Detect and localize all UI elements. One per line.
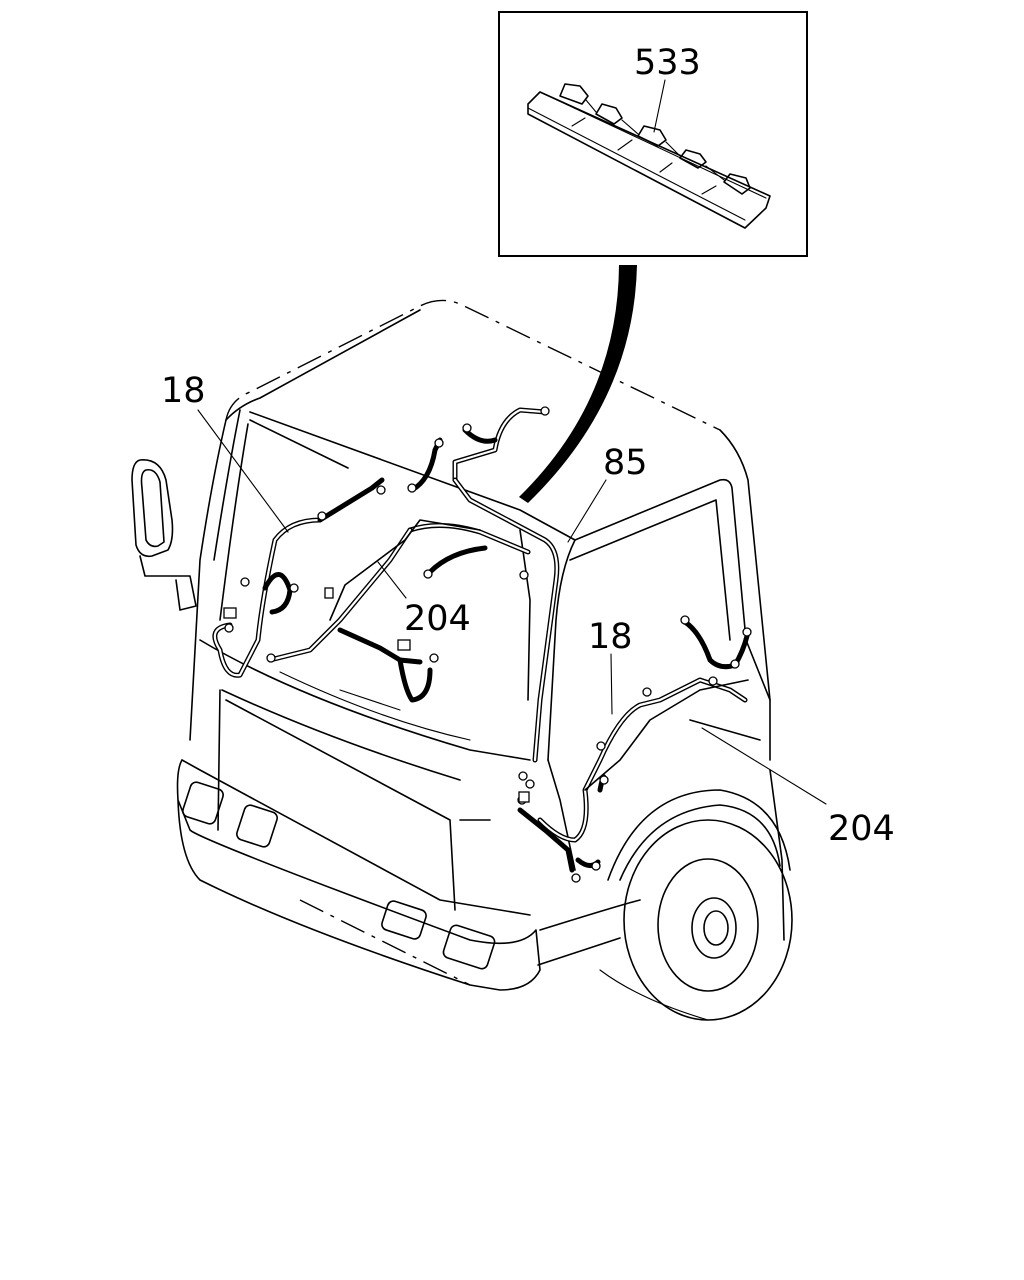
leader-533 bbox=[653, 79, 666, 133]
callout-204-right: 204 bbox=[828, 809, 895, 849]
callout-18-right: 18 bbox=[588, 617, 633, 657]
leader-18-right bbox=[610, 653, 613, 715]
callouts: 18 85 204 18 204 bbox=[161, 371, 895, 849]
callout-85: 85 bbox=[603, 443, 648, 483]
leader-204-center bbox=[377, 561, 407, 599]
leader-85 bbox=[567, 479, 607, 543]
leader-204-right bbox=[701, 727, 827, 805]
inset-frame bbox=[498, 11, 808, 257]
side-mirror bbox=[131, 459, 197, 611]
callout-204-center: 204 bbox=[404, 599, 471, 639]
wiring-harness bbox=[212, 406, 752, 883]
callout-533: 533 bbox=[634, 43, 701, 83]
leader-18-left bbox=[197, 409, 289, 533]
front-wheel bbox=[599, 769, 793, 1021]
roof-outline bbox=[225, 299, 721, 431]
inset-pointer bbox=[519, 265, 637, 503]
truck-cab bbox=[176, 299, 771, 991]
clip-strip-533 bbox=[527, 83, 771, 229]
inset-detail: 533 bbox=[498, 11, 808, 257]
callout-18-left: 18 bbox=[161, 371, 206, 411]
